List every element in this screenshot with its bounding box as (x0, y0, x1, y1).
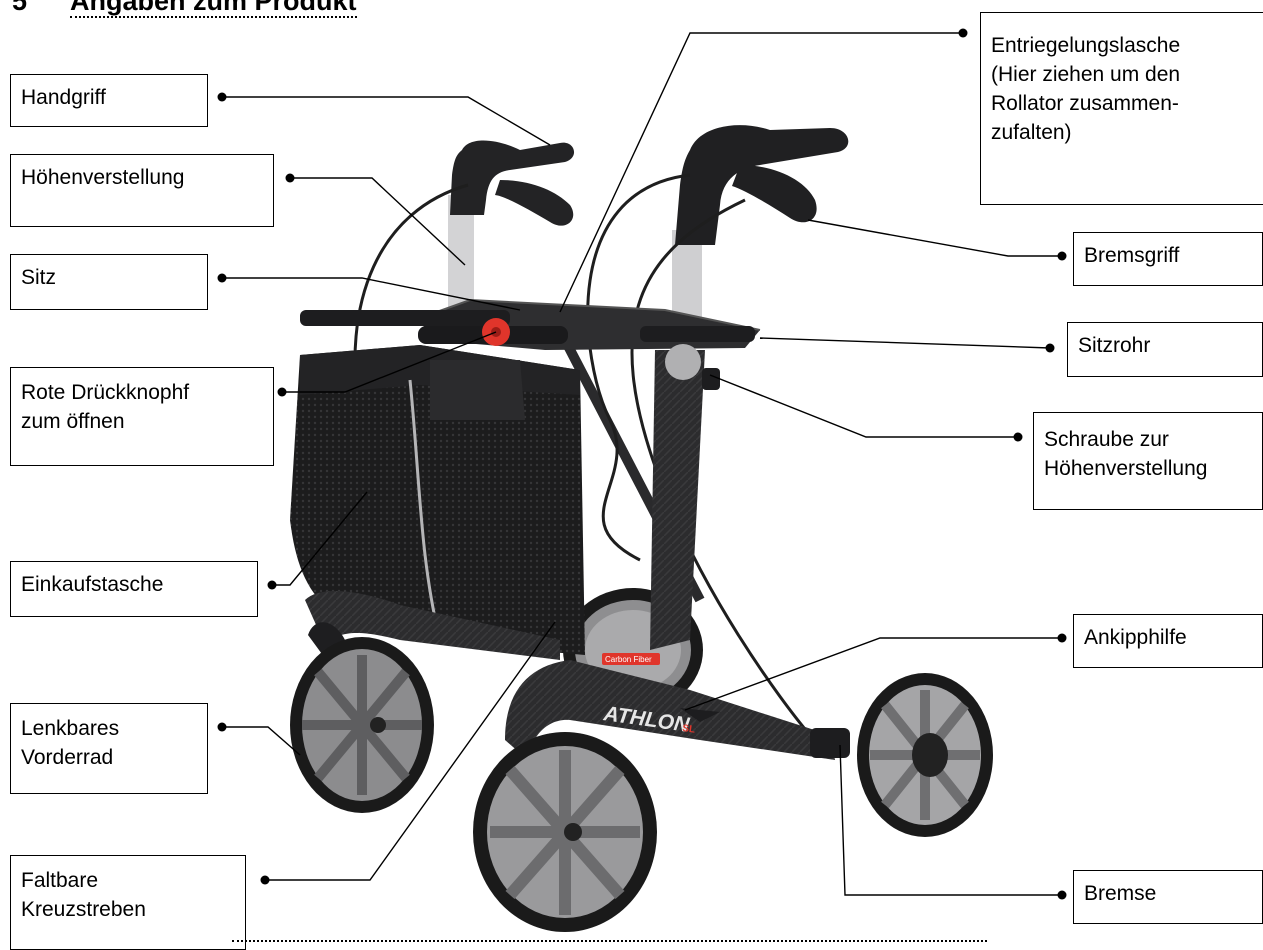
label-hoehenverstellung: Höhenverstellung (10, 154, 274, 227)
label-vorderrad-line1: Lenkbares (21, 717, 120, 740)
handle-post-right (672, 125, 849, 345)
label-entriegelungslasche-line1: Entriegelungslasche (991, 34, 1181, 57)
label-entriegelungslasche-line2: (Hier ziehen um den (991, 63, 1181, 86)
label-druckknopf-line1: Rote Drückknophf (21, 381, 190, 404)
brand-logo-suffix: SL (682, 723, 696, 736)
label-sitz: Sitz (10, 254, 208, 310)
leader-handgriff (222, 96, 551, 146)
front-wheel-left (290, 622, 434, 813)
leader-vorderrad (222, 726, 301, 756)
label-bremsgriff-line1: Bremsgriff (1084, 244, 1180, 267)
label-kreuzstreben: Faltbare Kreuzstreben (10, 855, 246, 950)
label-einkaufstasche-line1: Einkaufstasche (21, 573, 164, 596)
lower-frame: Carbon Fiber ATHLON SL (305, 590, 850, 760)
label-entriegelungslasche-line3: Rollator zusammen- (991, 92, 1179, 115)
label-entriegelungslasche: Entriegelungslasche (Hier ziehen um den … (980, 12, 1263, 205)
leader-hoehenverstellung (290, 177, 466, 266)
label-sitz-line1: Sitz (21, 266, 57, 289)
label-ankipphilfe: Ankipphilfe (1073, 614, 1263, 668)
leader-ankipphilfe (684, 637, 1062, 711)
label-vorderrad-line2: Vorderrad (21, 746, 114, 769)
label-bremse-line1: Bremse (1084, 882, 1157, 905)
label-ankipphilfe-line1: Ankipphilfe (1084, 626, 1187, 649)
front-post-right (650, 350, 705, 650)
leader-sitzrohr (759, 337, 1051, 349)
section-heading: 5 Angaben zum Produkt (12, 0, 357, 18)
handle-post-left (448, 140, 575, 310)
label-vorderrad: Lenkbares Vorderrad (10, 703, 208, 794)
rear-wheel-right (857, 673, 993, 837)
leader-kreuzstreben (265, 621, 556, 881)
label-hoehenverstellung-line1: Höhenverstellung (21, 166, 185, 189)
leader-dots (217, 28, 1067, 900)
label-bremse: Bremse (1073, 870, 1263, 924)
label-druckknopf-line2: zum öffnen (21, 410, 125, 433)
carbon-fiber-tag: Carbon Fiber (605, 655, 652, 664)
label-schraube-line2: Höhenverstellung (1044, 457, 1208, 480)
label-handgriff: Handgriff (10, 74, 208, 127)
leader-bremsgriff (807, 219, 1062, 257)
section-title: Angaben zum Produkt (70, 0, 357, 18)
label-kreuzstreben-line2: Kreuzstreben (21, 898, 146, 921)
label-handgriff-line1: Handgriff (21, 86, 106, 109)
leader-entriegelungslasche (559, 32, 963, 313)
label-einkaufstasche: Einkaufstasche (10, 561, 258, 617)
leader-einkaufstasche (272, 491, 368, 586)
leader-lines (222, 32, 1062, 896)
label-druckknopf: Rote Drückknophf zum öffnen (10, 367, 274, 466)
label-entriegelungslasche-line4: zufalten) (991, 121, 1072, 144)
leader-schraube (709, 374, 1018, 438)
leader-druckknopf (282, 331, 497, 393)
label-kreuzstreben-line1: Faltbare (21, 869, 99, 892)
leader-sitz (222, 277, 521, 311)
label-schraube: Schraube zur Höhenverstellung (1033, 412, 1263, 510)
label-sitzrohr-line1: Sitzrohr (1078, 334, 1151, 357)
front-wheel-right (473, 732, 657, 932)
label-bremsgriff: Bremsgriff (1073, 232, 1263, 286)
seat-tube (300, 310, 755, 344)
section-number: 5 (12, 0, 28, 16)
label-sitzrohr: Sitzrohr (1067, 322, 1263, 377)
footer-rule (232, 940, 987, 942)
leader-bremse (839, 744, 1062, 896)
label-schraube-line1: Schraube zur (1044, 428, 1169, 451)
